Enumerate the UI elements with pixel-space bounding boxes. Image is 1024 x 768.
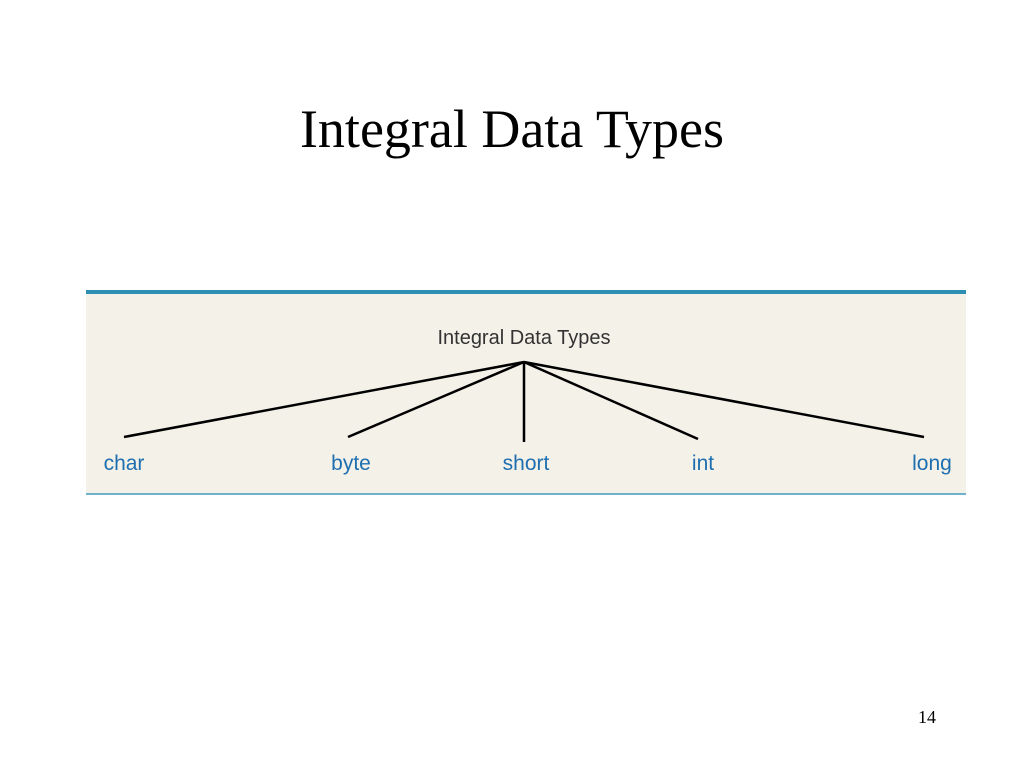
- type-hierarchy-diagram: Integral Data Types char byte short int …: [104, 327, 952, 475]
- leaf-node-char: char: [104, 452, 145, 475]
- leaf-node-short: short: [503, 452, 550, 475]
- edge-root-byte: [347, 360, 525, 439]
- leaf-node-byte: byte: [331, 452, 371, 475]
- leaf-node-int: int: [692, 452, 714, 475]
- edge-root-int: [523, 360, 699, 441]
- root-node-label: Integral Data Types: [437, 327, 610, 349]
- diagram-edges: [123, 360, 925, 442]
- diagram-panel: Integral Data Types char byte short int …: [86, 290, 966, 495]
- page-number: 14: [918, 707, 936, 727]
- edge-root-char: [123, 360, 525, 439]
- slide-title: Integral Data Types: [299, 99, 725, 159]
- leaf-node-long: long: [912, 452, 952, 475]
- edge-root-long: [523, 360, 925, 439]
